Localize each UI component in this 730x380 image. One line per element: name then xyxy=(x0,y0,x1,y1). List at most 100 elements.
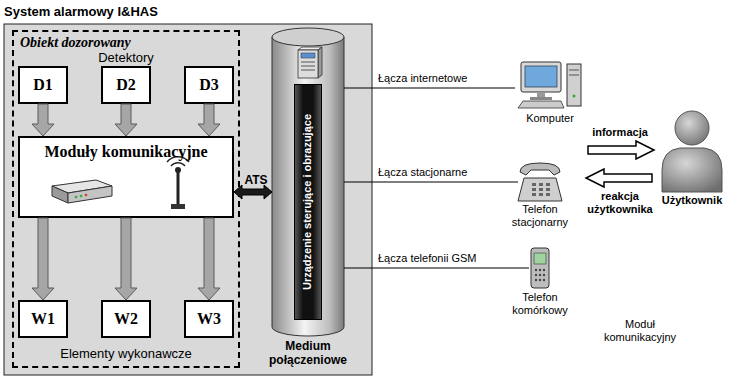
box-label: D1 xyxy=(33,75,53,94)
box-label: D3 xyxy=(199,75,219,94)
communication-module-box: Moduły komunikacyjne xyxy=(18,136,234,218)
system-panel xyxy=(4,24,372,375)
actuator-box: W2 xyxy=(101,300,151,338)
router-icon xyxy=(75,196,78,199)
icon-caption: Użytkownik xyxy=(656,194,728,207)
desk-phone-icon xyxy=(546,183,550,186)
user-icon xyxy=(675,111,709,145)
server-icon xyxy=(301,70,315,71)
box-label: W1 xyxy=(31,309,55,328)
box-label: Moduły komunikacyjne xyxy=(44,142,207,161)
box-label: W3 xyxy=(197,309,221,328)
control-arrow xyxy=(32,218,54,300)
edge-label: Łącza internetowe xyxy=(378,72,467,85)
edge-label: Łącza stacjonarne xyxy=(378,166,467,179)
computer-icon xyxy=(573,95,576,98)
user-icon xyxy=(662,111,722,192)
desk-phone-icon xyxy=(532,188,536,191)
desk-phone-icon xyxy=(518,163,562,201)
signal-arrow xyxy=(198,104,220,136)
mobile-phone-icon xyxy=(531,248,549,288)
router-icon xyxy=(85,194,88,197)
computer-icon xyxy=(521,62,561,92)
desk-phone-icon xyxy=(539,183,543,186)
diagram-title: System alarmowy I&HAS xyxy=(4,4,158,20)
mobile-phone-icon xyxy=(539,274,541,276)
desk-phone-icon xyxy=(539,193,543,196)
mobile-phone-icon xyxy=(543,269,545,271)
mobile-phone-icon xyxy=(535,269,537,271)
ats-link-arrow xyxy=(234,185,272,199)
information-arrow xyxy=(588,141,654,159)
router-icon xyxy=(80,195,83,198)
box-label: W2 xyxy=(114,309,138,328)
connection-line xyxy=(344,87,515,88)
mobile-phone-icon xyxy=(534,253,546,264)
connection-line xyxy=(344,181,518,182)
antenna-icon xyxy=(171,204,185,209)
control-arrow xyxy=(198,218,220,300)
router-icon xyxy=(68,186,112,203)
mobile-phone-icon xyxy=(539,279,541,281)
signal-arrow xyxy=(32,104,54,136)
flow-label: reakcja użytkownika xyxy=(585,190,655,216)
server-icon xyxy=(301,62,315,63)
desk-phone-icon xyxy=(546,193,550,196)
signal-arrow xyxy=(115,104,137,136)
system-panel xyxy=(4,24,372,375)
icon-caption: Komputer xyxy=(510,112,590,125)
desk-phone-icon xyxy=(532,193,536,196)
computer-icon xyxy=(518,101,564,108)
mobile-phone-icon xyxy=(531,248,549,288)
control-unit-bar: Urządzenie sterujące i obrazujące xyxy=(294,84,322,320)
computer-icon xyxy=(530,97,552,100)
router-icon xyxy=(52,180,112,203)
information-arrow xyxy=(588,141,654,159)
cylinder-top xyxy=(272,28,344,46)
detector-box: D2 xyxy=(101,66,151,104)
monitored-area: Obiekt dozorowanyD1D2D3Moduły komunikacy… xyxy=(12,30,240,368)
server-icon xyxy=(298,50,318,78)
cylinder-outline xyxy=(272,37,344,336)
user-icon xyxy=(662,148,722,192)
computer-icon xyxy=(525,66,557,87)
antenna-icon xyxy=(167,157,189,162)
computer-icon xyxy=(569,70,579,71)
antenna-icon xyxy=(167,157,189,209)
server-icon xyxy=(301,53,315,58)
desk-phone-icon xyxy=(532,183,536,186)
mobile-phone-icon xyxy=(543,279,545,281)
server-icon xyxy=(318,47,322,78)
control-arrow xyxy=(115,218,137,300)
cylinder-label: Medium połączeniowe xyxy=(258,339,358,368)
flow-label: informacja xyxy=(580,126,660,139)
edge-label: ATS xyxy=(236,173,276,187)
actuator-box: W3 xyxy=(184,300,234,338)
connection-line xyxy=(344,267,529,268)
mobile-phone-icon xyxy=(543,274,545,276)
antenna-icon xyxy=(177,172,180,205)
server-icon xyxy=(298,47,322,78)
box-label: D2 xyxy=(116,75,136,94)
desk-phone-icon xyxy=(546,188,550,191)
detector-box: D1 xyxy=(18,66,68,104)
desk-phone-icon xyxy=(520,163,560,175)
actuator-box: W1 xyxy=(18,300,68,338)
mobile-phone-icon xyxy=(539,269,541,271)
mobile-phone-icon xyxy=(535,279,537,281)
user-reaction-arrow xyxy=(586,169,652,187)
group-label: Elementy wykonawcze xyxy=(31,346,221,362)
icon-caption: Telefon stacjonarny xyxy=(500,203,580,229)
computer-icon xyxy=(569,75,579,76)
router-icon xyxy=(52,186,68,203)
section-label: Moduł komunikacyjny xyxy=(595,318,685,344)
user-reaction-arrow xyxy=(586,169,652,187)
antenna-icon xyxy=(171,163,185,166)
detector-box: D3 xyxy=(184,66,234,104)
antenna-icon xyxy=(175,167,181,173)
computer-icon xyxy=(518,62,581,108)
desk-phone-icon xyxy=(539,188,543,191)
icon-caption: Telefon komórkowy xyxy=(500,291,580,317)
computer-icon xyxy=(567,64,581,106)
server-icon xyxy=(301,66,315,67)
